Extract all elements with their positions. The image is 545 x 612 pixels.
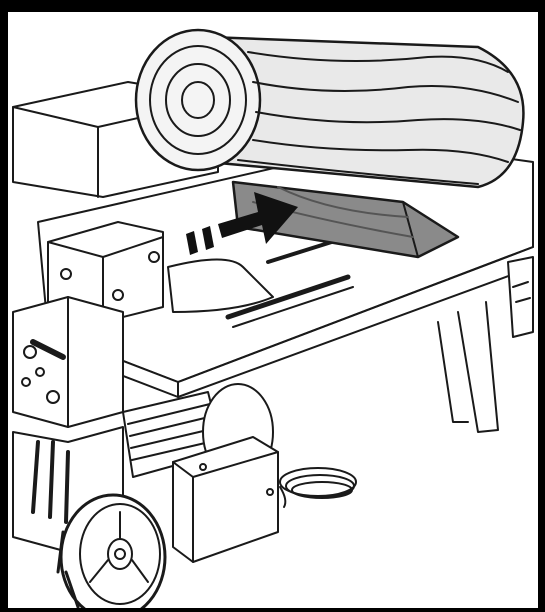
- illustration-panel: [8, 12, 538, 608]
- splitter-beam: [37, 141, 534, 398]
- motor-box: [172, 436, 279, 563]
- power-cord: [279, 467, 357, 508]
- pusher-plate: [47, 221, 274, 323]
- log-splitter-illustration: [12, 28, 534, 608]
- support-legs: [437, 256, 534, 433]
- wheel: [56, 493, 167, 608]
- push-arrow-icon: [186, 192, 298, 255]
- log: [134, 28, 525, 189]
